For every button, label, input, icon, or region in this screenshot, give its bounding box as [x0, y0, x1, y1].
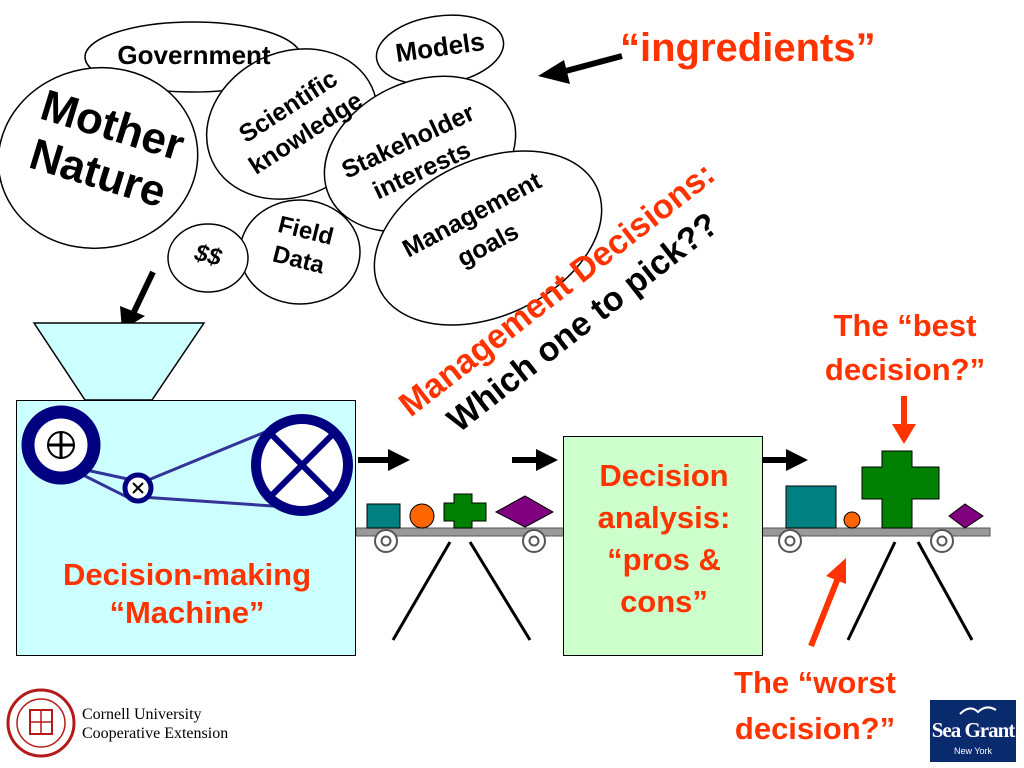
analysis-in-arrowhead: [536, 449, 558, 471]
decision-items-right: [785, 450, 984, 529]
orange-circle: [843, 511, 861, 529]
machine-label-line2: “Machine”: [109, 595, 265, 630]
conveyor-right: [761, 527, 991, 641]
best-line1: The “best: [833, 308, 977, 343]
sea-grant-text: Sea Grant: [931, 718, 1016, 742]
decision-analysis-box: Decision analysis: “pros & cons”: [563, 436, 763, 656]
ingredients-title: “ingredients”: [620, 26, 876, 70]
best-decision-label: The “best decision?”: [796, 304, 1014, 392]
orange-circle: [409, 503, 435, 529]
analysis-out-arrowhead: [786, 449, 808, 471]
worst-decision-label: The “worst decision?”: [700, 660, 930, 752]
best-line2: decision?”: [824, 352, 986, 387]
mother-nature-bubble: [0, 66, 199, 250]
analysis-line3: “pros &: [607, 542, 721, 577]
worst-arrowhead: [826, 558, 846, 584]
government-label: Government: [117, 40, 271, 70]
management-goals-bubble: [373, 150, 603, 326]
gear-mechanism: [21, 405, 353, 516]
machine-label-line1: Decision-making: [62, 557, 312, 592]
funnel-hopper: [32, 322, 206, 401]
machine-out-arrowhead: [388, 449, 410, 471]
funnel-arrow: [130, 270, 156, 316]
worst-arrow: [808, 576, 841, 648]
analysis-line4: cons”: [620, 584, 708, 619]
ingredients-arrow: [561, 53, 623, 75]
worst-line2: decision?”: [734, 711, 896, 746]
money-bubble: [167, 223, 249, 293]
green-cross-large: [861, 450, 940, 529]
arrows: [120, 53, 916, 648]
conveyor-left: [355, 527, 565, 641]
decision-machine-box: Decision-making “Machine”: [16, 400, 356, 656]
teal-square: [366, 503, 401, 529]
purple-diamond: [494, 495, 555, 528]
cornell-seal-icon: [6, 688, 76, 758]
analysis-line2: analysis:: [597, 500, 731, 535]
gull-icon: [959, 706, 997, 715]
worst-line1: The “worst: [734, 665, 896, 700]
analysis-line1: Decision: [599, 458, 729, 493]
ingredients-arrowhead: [538, 60, 570, 84]
cornell-subtitle: Cooperative Extension: [82, 725, 229, 742]
sea-grant-logo: Sea Grant New York: [930, 700, 1016, 762]
best-arrowhead: [892, 424, 916, 444]
purple-diamond: [948, 503, 984, 529]
sea-grant-subtext: New York: [953, 746, 993, 756]
decision-items-left: [366, 493, 555, 529]
cornell-logo: Cornell University Cooperative Extension: [6, 688, 256, 760]
cornell-name: Cornell University: [82, 706, 202, 723]
teal-square: [785, 485, 837, 529]
green-cross: [443, 493, 487, 529]
ingredient-bubbles: [0, 14, 603, 326]
